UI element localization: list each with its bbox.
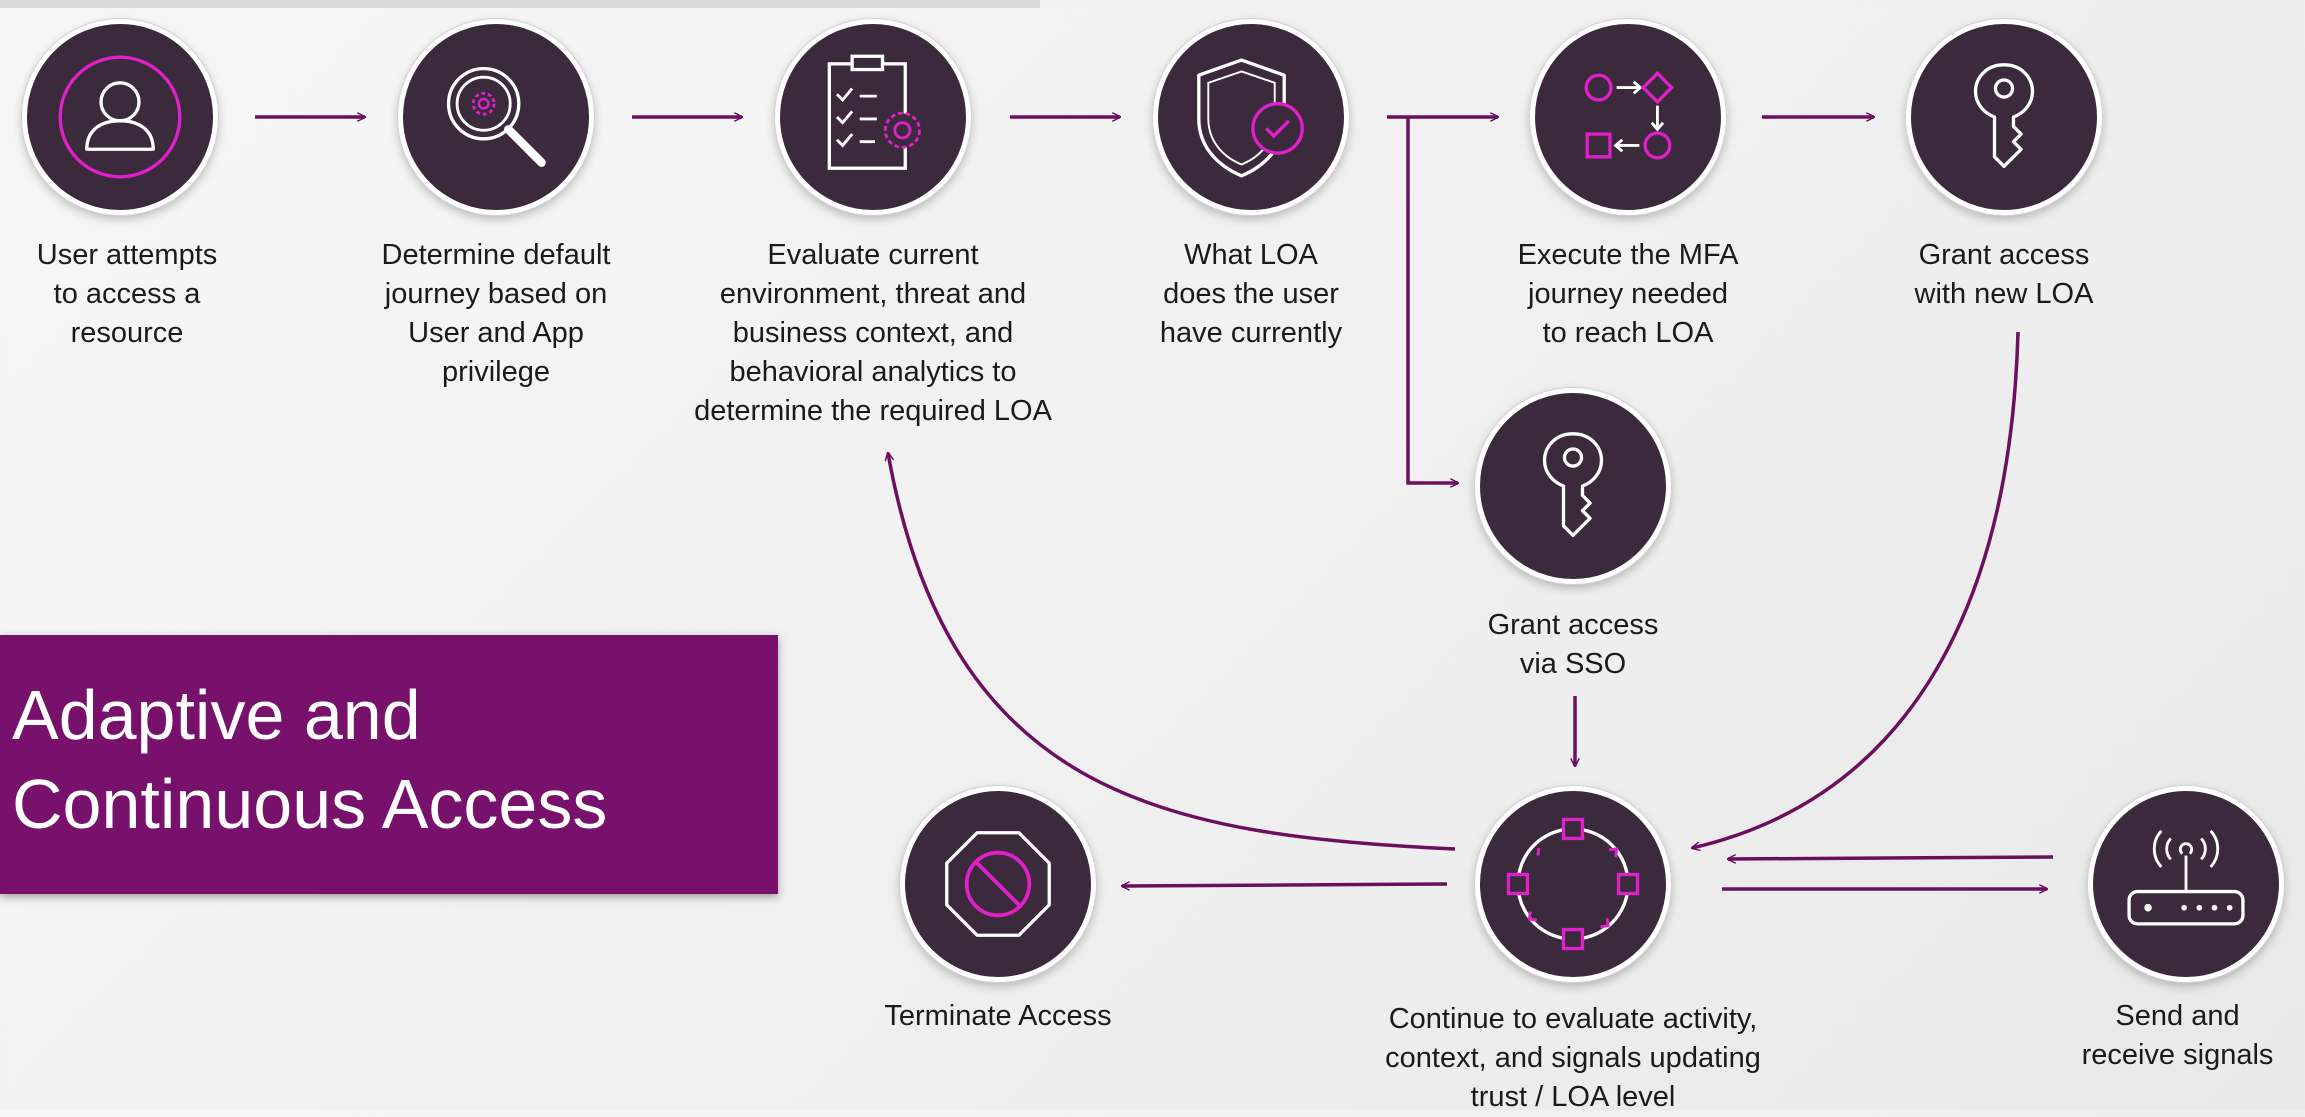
step-current-loa-label: What LOA does the user have currently	[1159, 239, 1343, 349]
step-determine-journey-label: Determine default journey based on User …	[381, 239, 611, 388]
arrow-grant-to-cycle	[1692, 331, 2020, 848]
page-title: Adaptive and Continuous Access	[12, 676, 608, 843]
arrow-signals-to-cycle	[1728, 857, 2054, 859]
no-entry-icon	[945, 831, 1051, 937]
step-evaluate-context-circle	[775, 19, 971, 215]
step-user-attempts-circle	[22, 19, 218, 215]
user-icon	[58, 55, 182, 179]
title-banner: Adaptive and Continuous Access	[0, 635, 778, 894]
step-evaluate-context-label: Evaluate current environment, threat and…	[694, 239, 1052, 427]
step-grant-new-loa-circle	[1906, 19, 2102, 215]
top-accent-bar	[0, 0, 1040, 8]
cycle-icon	[1506, 817, 1640, 951]
step-continuous-eval-label: Continue to evaluate activity, context, …	[1385, 1003, 1761, 1113]
key-icon	[1542, 432, 1604, 538]
step-execute-mfa-label: Execute the MFA journey needed to reach …	[1517, 239, 1739, 349]
step-execute-mfa-circle	[1530, 19, 1726, 215]
step-grant-sso-circle	[1475, 388, 1671, 584]
step-grant-sso-label: Grant access via SSO	[1487, 609, 1659, 680]
workflow-icon	[1584, 70, 1675, 160]
step-signals-label: Send and receive signals	[2081, 1000, 2274, 1071]
step-user-attempts-label: User attempts to access a resource	[36, 239, 218, 349]
key-icon	[1973, 63, 2035, 169]
checklist-gear-icon	[827, 54, 921, 170]
step-grant-new-loa-label: Grant access with new LOA	[1914, 239, 2094, 310]
step-current-loa-circle	[1153, 19, 1349, 215]
step-determine-journey-circle	[398, 19, 594, 215]
step-signals-circle	[2088, 786, 2284, 982]
step-terminate-label: Terminate Access	[884, 1000, 1112, 1032]
arrow-cycle-to-terminate	[1122, 884, 1448, 886]
shield-check-icon	[1197, 58, 1304, 178]
magnifier-gear-icon	[446, 66, 546, 167]
step-continuous-eval-circle	[1475, 786, 1671, 982]
step-terminate-circle	[900, 786, 1096, 982]
arrow-loa-to-sso	[1406, 117, 1458, 483]
router-icon	[2127, 829, 2245, 926]
